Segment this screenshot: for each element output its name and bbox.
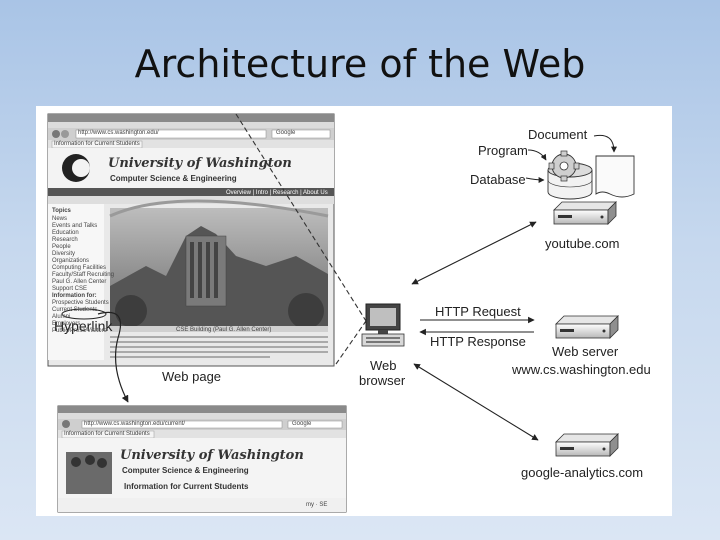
dashed-connector-bottom xyxy=(335,320,367,365)
label-web-browser-line1: Web xyxy=(370,358,397,373)
label-http-response: HTTP Response xyxy=(430,334,526,349)
page-sidebar xyxy=(48,204,104,360)
document-icon xyxy=(595,155,635,198)
sidebar-item[interactable]: Support CSE xyxy=(52,286,88,292)
top-banner-title: University of Washington xyxy=(108,156,292,171)
top-banner-subtitle: Computer Science & Engineering xyxy=(110,174,237,183)
sidebar-item[interactable]: Public/Press/Visitors xyxy=(52,328,107,334)
cluster-arrows xyxy=(525,134,617,183)
dashed-connector-top xyxy=(235,113,367,322)
search-field xyxy=(271,129,331,139)
label-database: Database xyxy=(470,172,526,187)
diagram-canvas xyxy=(47,113,635,513)
label-http-request: HTTP Request xyxy=(435,304,521,319)
forward-button-icon xyxy=(61,130,69,138)
sidebar-item[interactable]: Employers xyxy=(52,321,81,327)
sidebar-item[interactable]: People xyxy=(52,244,71,250)
sidebar-item[interactable]: Computing Facilities xyxy=(52,265,107,271)
hyperlink-highlight xyxy=(61,308,107,320)
sidebar-item-current-students[interactable]: Current Students xyxy=(52,307,98,313)
top-nav-links: Overview | Intro | Research | About Us xyxy=(226,190,328,196)
label-youtube: youtube.com xyxy=(545,236,620,251)
sidebar-item[interactable]: Organizations xyxy=(52,258,90,264)
back-button-icon xyxy=(52,130,60,138)
label-cs-washington: www.cs.washington.edu xyxy=(512,362,651,377)
diagram-panel: Document Program Database youtube.com HT… xyxy=(36,106,672,516)
top-browser-url: http://www.cs.washington.edu/ xyxy=(78,130,159,136)
photo-caption: CSE Building (Paul G. Allen Center) xyxy=(176,327,272,333)
sidebar-item[interactable]: News xyxy=(52,216,68,222)
slide-title: Architecture of the Web xyxy=(134,42,586,86)
sidebar-item[interactable]: Diversity xyxy=(52,251,76,257)
sidebar-title: Topics xyxy=(52,208,71,214)
browser-window-top xyxy=(47,113,335,367)
label-program: Program xyxy=(478,143,528,158)
bottom-browser-url: http://www.cs.washington.edu/current/ xyxy=(84,421,186,427)
sidebar-list: News Events and Talks Education Research… xyxy=(52,216,114,335)
bottom-banner-title: University of Washington xyxy=(120,448,304,463)
nav-strip xyxy=(48,188,334,196)
sidebar-item[interactable]: Events and Talks xyxy=(52,223,98,229)
label-web-browser-line2: browser xyxy=(359,373,406,388)
top-browser-tab: Information for Current Students xyxy=(54,141,140,147)
browser-window-bottom xyxy=(57,405,347,513)
sidebar-item[interactable]: Faculty/Staff Recruiting xyxy=(52,272,114,278)
bottom-corner-text: my · SE xyxy=(306,502,328,508)
label-hyperlink: Hyperlink xyxy=(54,318,113,334)
bottom-page-subtitle: Information for Current Students xyxy=(124,482,249,491)
sidebar-item[interactable]: Paul G. Allen Center xyxy=(52,279,107,285)
label-document: Document xyxy=(528,127,588,142)
sidebar-item[interactable]: Alumni xyxy=(52,314,71,320)
server-google-analytics-icon xyxy=(555,433,619,457)
arrow-to-google-analytics xyxy=(413,363,539,441)
label-google-analytics: google-analytics.com xyxy=(521,465,644,480)
sidebar-item: Information for: xyxy=(52,293,97,299)
label-web-server: Web server xyxy=(552,344,619,359)
label-web-page: Web page xyxy=(162,369,222,384)
server-cs-washington-icon xyxy=(555,315,619,339)
server-youtube-icon xyxy=(553,201,617,225)
bottom-browser-search: Google xyxy=(292,421,312,427)
program-gear-icon xyxy=(548,150,580,182)
url-field xyxy=(75,129,267,139)
top-browser-search: Google xyxy=(276,130,296,136)
title-bar xyxy=(48,114,334,122)
bottom-browser-tab: Information for Current Students xyxy=(64,431,150,437)
web-browser-computer-icon xyxy=(361,303,405,347)
page-banner xyxy=(48,148,334,188)
hyperlink-arrow xyxy=(97,311,129,403)
sidebar-item[interactable]: Education xyxy=(52,230,79,236)
sidebar-item[interactable]: Prospective Students xyxy=(52,300,109,306)
tab-strip xyxy=(48,140,334,148)
menu-bar xyxy=(48,122,334,128)
bottom-banner-subtitle: Computer Science & Engineering xyxy=(122,466,249,475)
arrow-to-youtube xyxy=(411,221,537,285)
connector-lines xyxy=(61,113,367,403)
http-arrows xyxy=(411,221,539,441)
sidebar-item[interactable]: Research xyxy=(52,237,78,243)
